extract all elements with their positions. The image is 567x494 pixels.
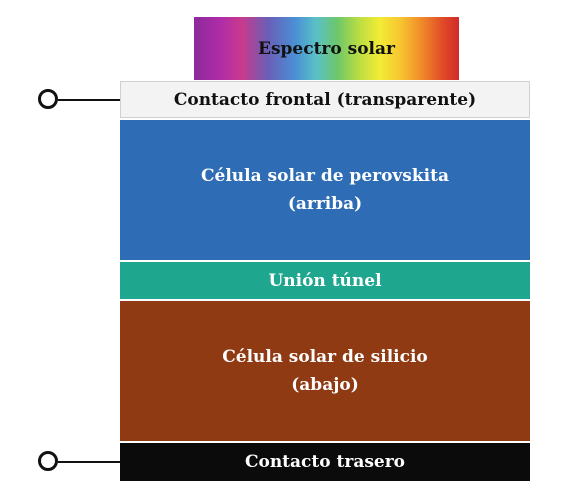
terminal-bottom-icon — [38, 451, 58, 471]
perovskite-cell-layer: Célula solar de perovskita (arriba) — [120, 120, 530, 260]
silicon-cell-layer: Célula solar de silicio (abajo) — [120, 301, 530, 441]
tunnel-junction-layer: Unión túnel — [120, 262, 530, 299]
perovskite-cell-label-line1: Célula solar de perovskita — [201, 166, 449, 186]
solar-spectrum-bar: Espectro solar — [194, 17, 459, 80]
tunnel-junction-label: Unión túnel — [268, 270, 382, 291]
front-contact-layer: Contacto frontal (transparente) — [120, 81, 530, 118]
back-contact-label: Contacto trasero — [244, 452, 406, 472]
silicon-cell-label-line2: (abajo) — [291, 375, 359, 395]
bottom-terminal-wire — [58, 461, 120, 463]
solar-spectrum-label: Espectro solar — [258, 38, 395, 59]
terminal-top-icon — [38, 89, 58, 109]
perovskite-cell-label-line2: (arriba) — [287, 194, 363, 214]
back-contact-layer: Contacto trasero — [120, 443, 530, 481]
front-contact-label: Contacto frontal (transparente) — [173, 89, 477, 110]
top-terminal-wire — [58, 99, 120, 101]
silicon-cell-label-line1: Célula solar de silicio — [222, 347, 428, 367]
